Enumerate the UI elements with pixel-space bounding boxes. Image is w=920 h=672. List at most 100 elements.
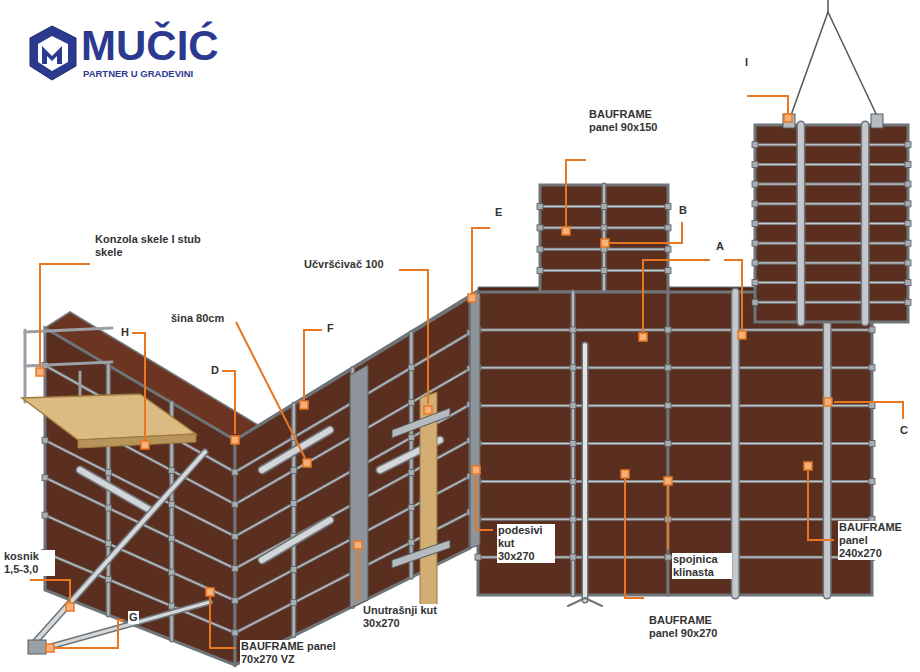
clamp: [752, 142, 758, 148]
callout-marker: [300, 401, 308, 409]
clamp: [665, 403, 671, 409]
clamp: [869, 327, 875, 333]
leader-line: [222, 371, 235, 434]
panel-rail: [755, 222, 908, 225]
callout-letter: C: [899, 424, 909, 437]
panel-rail-highlight: [668, 481, 872, 482]
clamp: [869, 478, 875, 484]
leader-line: [625, 479, 644, 598]
formwork-panel: [755, 125, 908, 322]
callout-marker: [639, 333, 647, 341]
panel-rail-highlight: [755, 262, 908, 263]
callout-marker: [804, 462, 812, 470]
clamp: [232, 501, 238, 507]
clamp: [905, 161, 911, 167]
part-name: šina 80cm: [170, 312, 225, 325]
part-name: BAUFRAME panel 70x270 VZ: [240, 640, 354, 666]
rail: [262, 520, 330, 560]
leader-line: [40, 264, 90, 367]
panel-rail-highlight: [755, 243, 908, 244]
rail: [80, 470, 150, 510]
panel-rail-highlight: [755, 144, 908, 145]
clamp: [570, 441, 576, 447]
clamp: [601, 203, 607, 209]
brace: [38, 602, 210, 650]
clamp: [291, 500, 297, 506]
clamp: [905, 142, 911, 148]
clamp: [905, 240, 911, 246]
callout-marker: [738, 331, 746, 339]
panel-rail-highlight: [755, 164, 908, 165]
panel-rail-highlight: [668, 443, 872, 444]
sling: [828, 12, 878, 118]
panel-rail-highlight: [668, 405, 872, 406]
panel-rail-highlight: [755, 223, 908, 224]
clamp: [232, 630, 238, 636]
clamp: [169, 569, 175, 575]
callout-letter: D: [210, 364, 220, 377]
callout-letter: E: [494, 206, 503, 219]
callout-letter: B: [678, 204, 688, 217]
clamp: [408, 504, 414, 510]
panel-rail-highlight: [668, 367, 872, 368]
clamp: [752, 240, 758, 246]
formwork-panel: [540, 185, 668, 292]
clamp: [232, 533, 238, 539]
panel-rail: [755, 143, 908, 146]
part-name: BAUFRAME panel 90x150: [588, 108, 660, 134]
clamp: [475, 554, 481, 560]
callout-marker: [468, 294, 476, 302]
logo-tagline: PARTNER U GRADEVINI: [82, 68, 194, 79]
leader-line: [643, 260, 710, 332]
part-name: kosnik 1,5-3,0: [3, 550, 55, 576]
clamp: [752, 280, 758, 286]
clamp: [665, 441, 671, 447]
clamp: [905, 221, 911, 227]
clamp: [665, 554, 671, 560]
base-plate: [28, 640, 46, 654]
formwork-panel: [235, 297, 470, 665]
leader-line: [834, 402, 903, 419]
clamp: [408, 435, 414, 441]
crane-hook: [827, 0, 829, 12]
clamp: [537, 268, 543, 274]
clamp: [665, 225, 671, 231]
prop-foot: [568, 598, 585, 606]
clamp: [905, 260, 911, 266]
prop: [582, 345, 589, 600]
clamp: [42, 512, 48, 518]
callout-marker: [206, 588, 214, 596]
stiffener: [798, 125, 804, 322]
panel-rail: [668, 404, 872, 407]
clamp: [408, 400, 414, 406]
callout-marker: [231, 436, 239, 444]
stiffener: [823, 292, 832, 595]
leader-line: [724, 260, 742, 330]
callout-marker: [66, 603, 74, 611]
clamp: [665, 327, 671, 333]
leader-line: [210, 597, 236, 648]
rail: [80, 470, 150, 510]
bracket: [392, 408, 450, 438]
clamp: [232, 566, 238, 572]
panel-rail: [755, 163, 908, 166]
leader-line: [667, 486, 669, 549]
clamp: [232, 598, 238, 604]
callout-marker: [424, 406, 432, 414]
clamp: [752, 260, 758, 266]
panel-rail: [668, 480, 872, 483]
panel-frame: [571, 292, 576, 595]
clamp: [570, 554, 576, 560]
clamp: [905, 181, 911, 187]
callout-marker: [354, 541, 362, 549]
bracket: [392, 540, 450, 568]
clamp: [752, 221, 758, 227]
panel-rail: [755, 301, 908, 304]
clamp: [665, 403, 671, 409]
clamp: [42, 475, 48, 481]
leader-line: [236, 322, 305, 458]
clamp: [665, 365, 671, 371]
formwork-panel: [45, 328, 235, 665]
rail: [262, 520, 330, 560]
